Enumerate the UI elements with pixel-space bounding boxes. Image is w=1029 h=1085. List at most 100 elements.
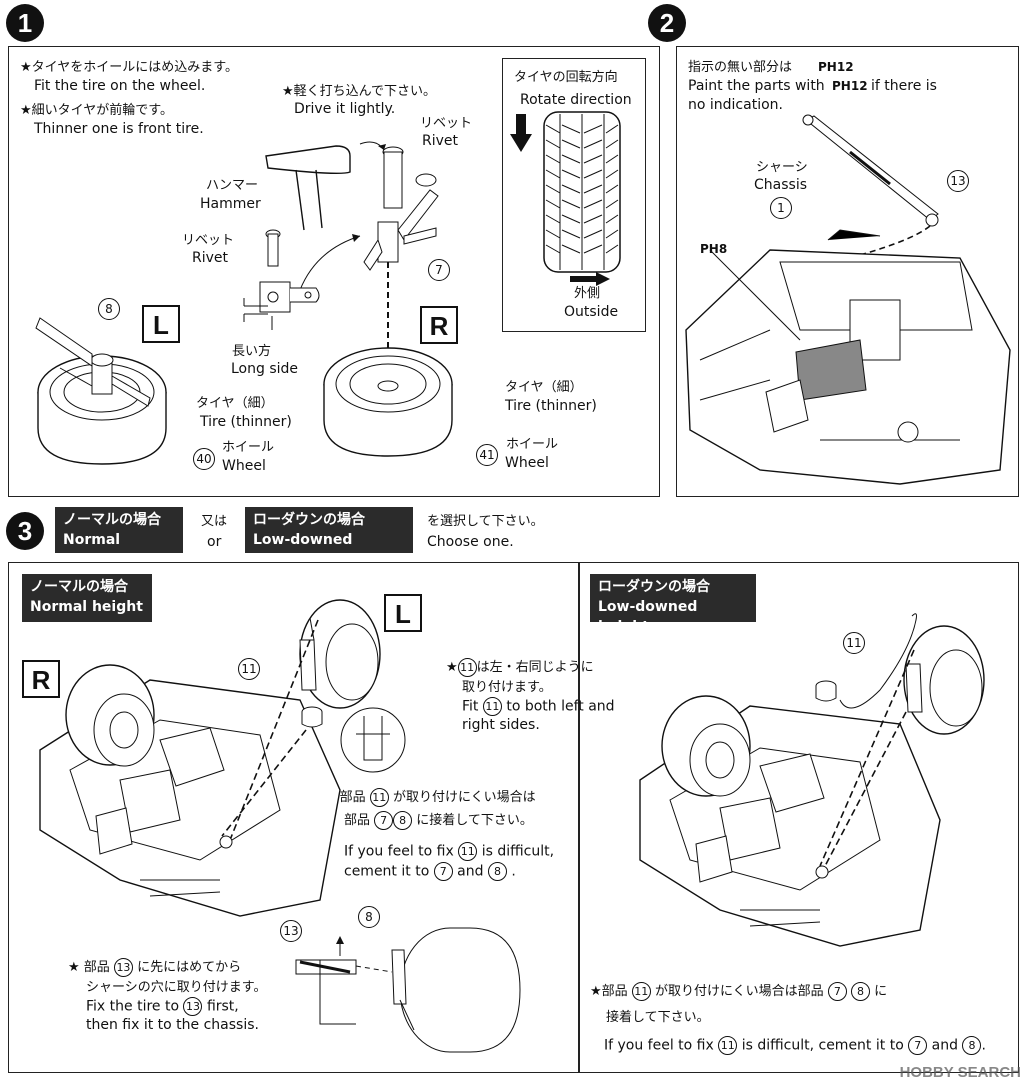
normal-title-jp: ノーマルの場合 — [30, 579, 128, 595]
step1-panel — [8, 46, 660, 497]
normal-chip-jp: ノーマルの場合 — [63, 512, 161, 528]
normal-height-chip: ノーマルの場合 Normal height — [55, 507, 183, 568]
step-number-1: 1 — [6, 4, 44, 42]
low-chip-jp: ローダウンの場合 — [253, 512, 365, 528]
rivet-left-en: Rivet — [192, 250, 229, 266]
rotate-jp: タイヤの回転方向 — [514, 70, 618, 85]
choose-en: Choose one. — [427, 534, 514, 550]
right-wheel-icon — [323, 347, 453, 457]
paint-en-3: no indication. — [688, 97, 783, 113]
outside-arrow-icon — [570, 272, 610, 286]
tire-left-jp: タイヤ（細） — [196, 396, 274, 411]
or-en: or — [207, 534, 222, 550]
wheel-left-en: Wheel — [222, 458, 266, 474]
or-jp: 又は — [201, 514, 228, 529]
rotate-en: Rotate direction — [520, 92, 632, 108]
part-1-callout: 1 — [770, 197, 792, 219]
spacer-part11-low-icon — [815, 680, 837, 702]
long-side-jp: 長い方 — [232, 344, 272, 359]
normal-panel-title: ノーマルの場合 Normal height — [22, 574, 152, 622]
drive-en: Drive it lightly. — [294, 101, 396, 117]
rivet-top-icon — [382, 146, 404, 209]
fit-en-2: right sides. — [462, 717, 540, 733]
rod-part13-icon — [802, 114, 939, 227]
spacer-part11-icon — [301, 706, 323, 728]
note-fit-jp: ★タイヤをホイールにはめ込みます。 — [20, 60, 238, 75]
step-number-3: 3 — [6, 512, 44, 550]
chassis-jp: シャーシ — [756, 160, 808, 175]
wheel-left-jp: ホイール — [222, 440, 275, 455]
part-13-callout: 13 — [947, 170, 969, 192]
low-diff-jp-1: ★部品 11 が取り付けにくい場合は部品 7 8 に — [590, 982, 888, 1001]
note-fit-en: Fit the tire on the wheel. — [34, 78, 206, 94]
left-wheel-assembly-icon — [35, 317, 167, 465]
choose-jp: を選択して下さい。 — [427, 514, 544, 529]
paint-en-1: Paint the parts with — [688, 78, 825, 94]
part-8-normal-callout: 8 — [358, 906, 380, 928]
step-number-2: 2 — [648, 4, 686, 42]
chassis-icon — [685, 229, 1011, 485]
step2-panel — [676, 46, 1019, 497]
part-11-callout: 11 — [238, 658, 260, 680]
normal-left-wheel-icon — [299, 599, 381, 709]
hammer-jp: ハンマー — [206, 178, 259, 193]
detail-circle-icon — [340, 707, 406, 773]
bracket-icon — [243, 281, 320, 330]
paint-en-2: if there is — [871, 78, 937, 94]
tire-left-en: Tire (thinner) — [200, 414, 292, 430]
rivet-left-jp: リベット — [182, 233, 235, 248]
rotate-direction-box — [502, 58, 646, 332]
outside-en: Outside — [564, 304, 619, 320]
paint-jp: 指示の無い部分は — [688, 60, 793, 75]
rivet-top-en: Rivet — [422, 133, 459, 149]
first-en-1: Fix the tire to 13 first, — [86, 997, 239, 1016]
outside-jp: 外側 — [574, 286, 601, 301]
long-side-en: Long side — [231, 361, 299, 377]
normal-title-en: Normal height — [30, 599, 143, 615]
low-left-wheel-icon — [903, 625, 985, 735]
part-41-callout: 41 — [476, 444, 498, 466]
hammer-en: Hammer — [200, 196, 261, 212]
ph8-label: PH8 — [700, 242, 728, 256]
note-thin-jp: ★細いタイヤが前輪です。 — [20, 103, 173, 118]
paint-code: PH12 — [832, 79, 868, 93]
tire-right-en: Tire (thinner) — [505, 398, 597, 414]
low-diff-en: If you feel to fix 11 is difficult, ceme… — [604, 1036, 986, 1055]
tread-tire-icon — [543, 111, 621, 273]
rotate-arrow-icon — [510, 114, 532, 152]
wheel-right-en: Wheel — [505, 455, 549, 471]
paint-code-jp: PH12 — [818, 60, 854, 74]
wheel-right-jp: ホイール — [506, 437, 559, 452]
tire-right-jp: タイヤ（細） — [505, 380, 583, 395]
first-en-2: then fix it to the chassis. — [86, 1017, 259, 1033]
part-13-normal-callout: 13 — [280, 920, 302, 942]
low-title-jp: ローダウンの場合 — [598, 579, 710, 595]
low-height-chip: ローダウンの場合 Low-downed height — [245, 507, 413, 568]
low-diff-jp-2: 接着して下さい。 — [606, 1010, 710, 1025]
note-thin-en: Thinner one is front tire. — [34, 121, 204, 137]
low-chip-en: Low-downed height — [253, 532, 353, 568]
drive-jp: ★軽く打ち込んで下さい。 — [282, 84, 437, 99]
part-40-callout: 40 — [193, 448, 215, 470]
right-side-marker: R — [22, 660, 60, 698]
diff-en-2: cement it to 7 and 8 . — [344, 862, 516, 881]
normal-chip-en: Normal height — [63, 532, 121, 568]
diff-en-1: If you feel to fix 11 is difficult, — [344, 842, 555, 861]
part-8-callout: 8 — [98, 298, 120, 320]
rivet-left-icon — [265, 229, 281, 267]
low-panel-title: ローダウンの場合 Low-downed height — [590, 574, 756, 635]
tire-fit-detail-icon — [295, 927, 521, 1053]
rivet-top-jp: リベット — [420, 116, 473, 131]
normal-height-panel — [8, 562, 580, 1073]
left-marker: L — [142, 305, 180, 343]
watermark: HOBBY SEARCH — [899, 1064, 1021, 1081]
knuckle-part7-icon — [363, 173, 439, 271]
first-jp-1: ★ 部品 13 に先にはめてから — [68, 958, 242, 977]
chassis-en: Chassis — [754, 177, 807, 193]
